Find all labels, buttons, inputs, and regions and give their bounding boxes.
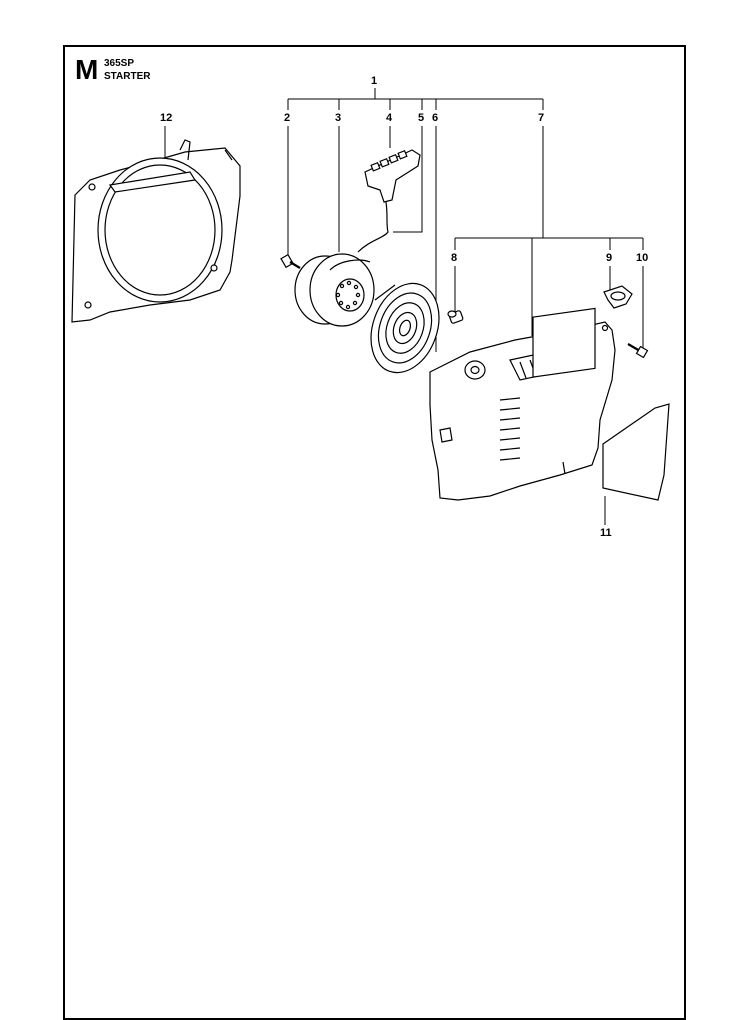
callout-10: 10	[636, 252, 648, 264]
section-letter: M	[75, 54, 99, 85]
callout-12: 12	[160, 112, 172, 124]
callout-5: 5	[418, 112, 424, 124]
callout-2: 2	[284, 112, 290, 124]
callout-4: 4	[386, 112, 393, 124]
part-10-screw	[627, 343, 649, 359]
part-8-bushing	[447, 310, 464, 324]
callout-3: 3	[335, 112, 341, 124]
callout-6: 6	[432, 112, 438, 124]
part-5-starter-rope	[357, 201, 389, 253]
part-9-cap	[603, 285, 633, 309]
callout-9: 9	[606, 252, 612, 264]
part-3-starter-pulley	[294, 253, 375, 327]
part-11-decal	[602, 403, 670, 501]
callout-7: 7	[538, 112, 544, 124]
part-4-starter-handle	[357, 149, 421, 253]
model-label: 365SP	[104, 58, 135, 69]
part-7-starter-cover	[429, 307, 616, 501]
part-6-recoil-spring	[370, 282, 440, 374]
callout-1: 1	[371, 75, 377, 87]
part-12-fan-housing	[71, 139, 241, 323]
section-title: STARTER	[104, 71, 151, 82]
callout-11: 11	[600, 527, 612, 539]
part-2-screw	[280, 253, 301, 269]
callout-8: 8	[451, 252, 457, 264]
callout-labels: 1 2 3 4 5 6 7 8 9 10 11 12	[160, 75, 648, 539]
